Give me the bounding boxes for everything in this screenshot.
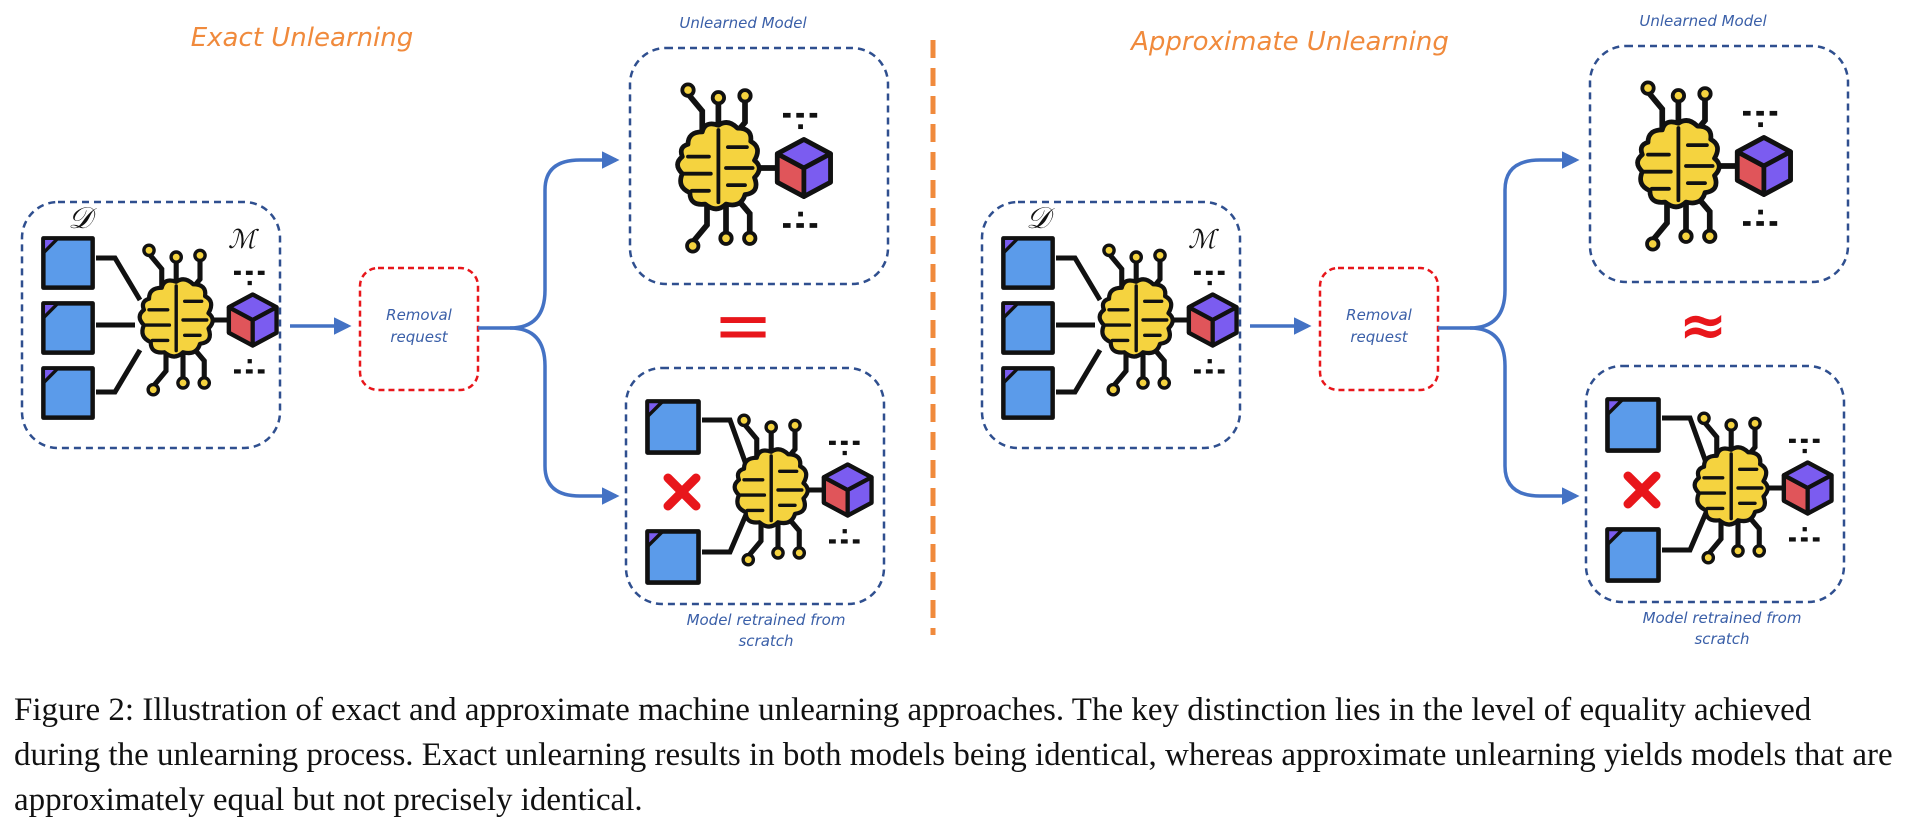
approx-removal-request: Removal request (1318, 266, 1440, 392)
exact-retrained-model-box (624, 366, 886, 606)
removal-request-line2: request (1350, 328, 1408, 346)
exact-retrained-label-line2: scratch (738, 632, 793, 650)
removal-request-line1: Removal (386, 306, 453, 324)
document-icon (43, 238, 92, 287)
exact-unlearning-panel: Exact Unlearning 𝒟 ℳ Removal request (20, 14, 890, 650)
document-icon (1607, 529, 1658, 580)
removal-request-line2: request (390, 328, 448, 346)
approx-retrained-model-box (1584, 364, 1846, 604)
model-icon (735, 415, 872, 565)
exact-input-box: 𝒟 ℳ (20, 200, 282, 450)
document-icon (43, 368, 92, 417)
exact-title: Exact Unlearning (191, 23, 414, 53)
document-icon (647, 401, 698, 452)
exact-relation-symbol: = (713, 283, 773, 367)
model-icon (678, 84, 831, 251)
approx-title: Approximate Unlearning (1129, 27, 1449, 57)
document-icon (647, 531, 698, 582)
figure-caption: Figure 2: Illustration of exact and appr… (14, 692, 1893, 818)
exact-unlearned-model-label: Unlearned Model (679, 14, 807, 32)
approx-input-box: 𝒟 ℳ (980, 200, 1242, 450)
model-icon (1638, 82, 1791, 249)
model-symbol: ℳ (228, 225, 259, 255)
approx-retrained-label-line1: Model retrained from (1643, 609, 1802, 627)
dataset-symbol: 𝒟 (1026, 201, 1055, 236)
document-icon (1607, 399, 1658, 450)
unlearning-diagram: Exact Unlearning 𝒟 ℳ Removal request (20, 12, 1850, 650)
approx-relation-symbol: ≈ (1679, 291, 1728, 359)
approximate-unlearning-panel: Approximate Unlearning 𝒟 ℳ Removal reque… (980, 12, 1850, 648)
approx-retrained-label-line2: scratch (1694, 630, 1749, 648)
exact-removal-request: Removal request (358, 266, 480, 392)
model-icon (140, 245, 277, 395)
removal-request-line1: Removal (1346, 306, 1413, 324)
removed-data-x-icon (663, 473, 701, 511)
model-icon (1100, 245, 1237, 395)
model-symbol: ℳ (1188, 225, 1219, 255)
exact-retrained-label-line1: Model retrained from (687, 611, 846, 629)
document-icon (1003, 238, 1052, 287)
document-icon (1003, 368, 1052, 417)
document-icon (1003, 303, 1052, 352)
document-icon (43, 303, 92, 352)
approx-unlearned-model-label: Unlearned Model (1639, 12, 1767, 30)
removed-data-x-icon (1623, 471, 1661, 509)
exact-unlearned-model-box (628, 46, 890, 286)
dataset-symbol: 𝒟 (68, 201, 97, 236)
model-icon (1695, 413, 1832, 563)
approx-unlearned-model-box (1588, 44, 1850, 284)
